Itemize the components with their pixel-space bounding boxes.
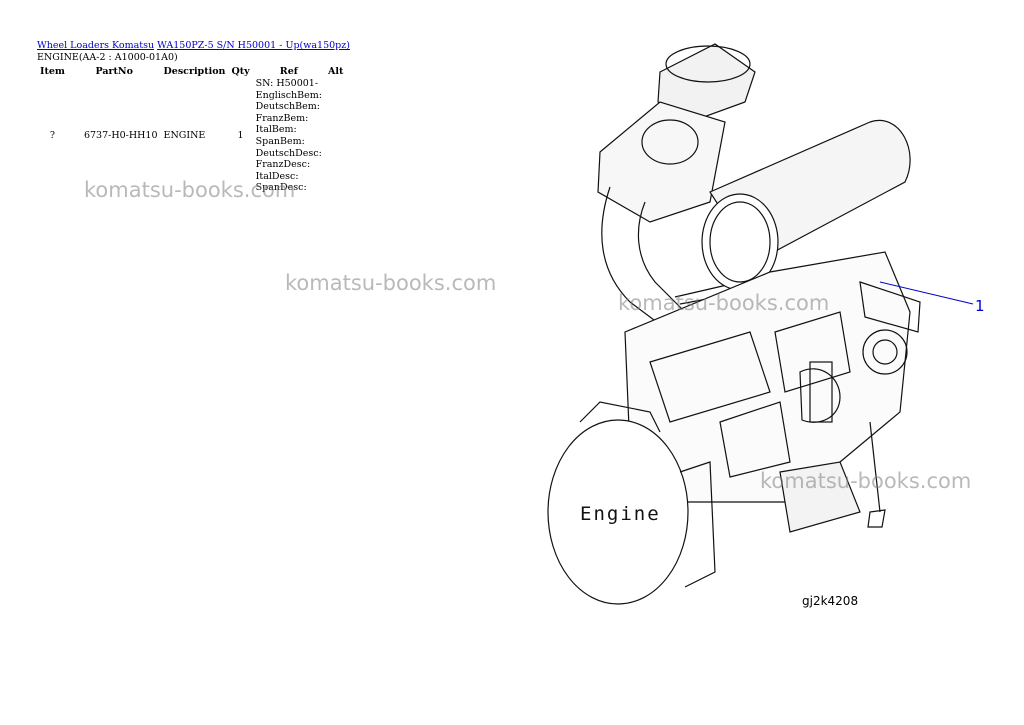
- flywheel-housing: [547, 401, 716, 605]
- page-subtitle: ENGINE(AA-2 : A1000-01A0): [37, 52, 178, 63]
- cell-qty: 1: [237, 130, 244, 142]
- header-alt: Alt: [327, 66, 344, 77]
- cell-description: ENGINE: [163, 130, 206, 142]
- muffler: [701, 119, 911, 291]
- breadcrumb-link-wheel-loaders[interactable]: Wheel Loaders Komatsu: [37, 40, 155, 51]
- header-ref: Ref: [279, 66, 298, 77]
- callout-leader: [879, 281, 974, 305]
- ref-line: FranzBem:: [255, 112, 309, 124]
- cell-partno: 6737-H0-HH10: [83, 130, 158, 142]
- ref-line: FranzDesc:: [255, 159, 311, 171]
- table-header-row: Item PartNo Description Qty Ref Alt: [37, 65, 346, 78]
- header-item: Item: [40, 66, 65, 77]
- header-description: Description: [163, 66, 226, 77]
- table-row: ? 6737-H0-HH10 ENGINE 1 SN: H50001- Engl…: [37, 78, 346, 194]
- engine-label: Engine: [580, 503, 661, 525]
- header-qty: Qty: [231, 66, 250, 77]
- drawing-code: gj2k4208: [802, 594, 859, 608]
- breadcrumb: Wheel Loaders Komatsu WA150PZ-5 S/N H500…: [37, 40, 350, 51]
- parts-table: Item PartNo Description Qty Ref Alt ? 67…: [37, 65, 346, 194]
- watermark: komatsu-books.com: [285, 271, 497, 295]
- breadcrumb-link-model[interactable]: WA150PZ-5 S/N H50001 - Up(wa150pz): [157, 40, 350, 51]
- ref-line: DeutschBem:: [255, 101, 320, 113]
- cell-ref: SN: H50001- EnglischBem: DeutschBem: Fra…: [253, 78, 325, 194]
- air-cleaner: [597, 43, 756, 223]
- ref-line: SpanBem:: [255, 135, 305, 147]
- callout-number[interactable]: 1: [975, 297, 985, 315]
- ref-line: DeutschDesc:: [255, 147, 322, 159]
- engine-drawing: Engine: [547, 43, 974, 605]
- ref-line: SpanDesc:: [255, 182, 307, 194]
- ref-line: ItalBem:: [255, 124, 297, 136]
- header-partno: PartNo: [95, 66, 133, 77]
- ref-line: SN: H50001-: [255, 78, 319, 89]
- cell-alt: [325, 78, 346, 194]
- cell-item: ?: [49, 130, 56, 142]
- ref-line: ItalDesc:: [255, 170, 299, 182]
- ref-line: EnglischBem:: [255, 89, 322, 101]
